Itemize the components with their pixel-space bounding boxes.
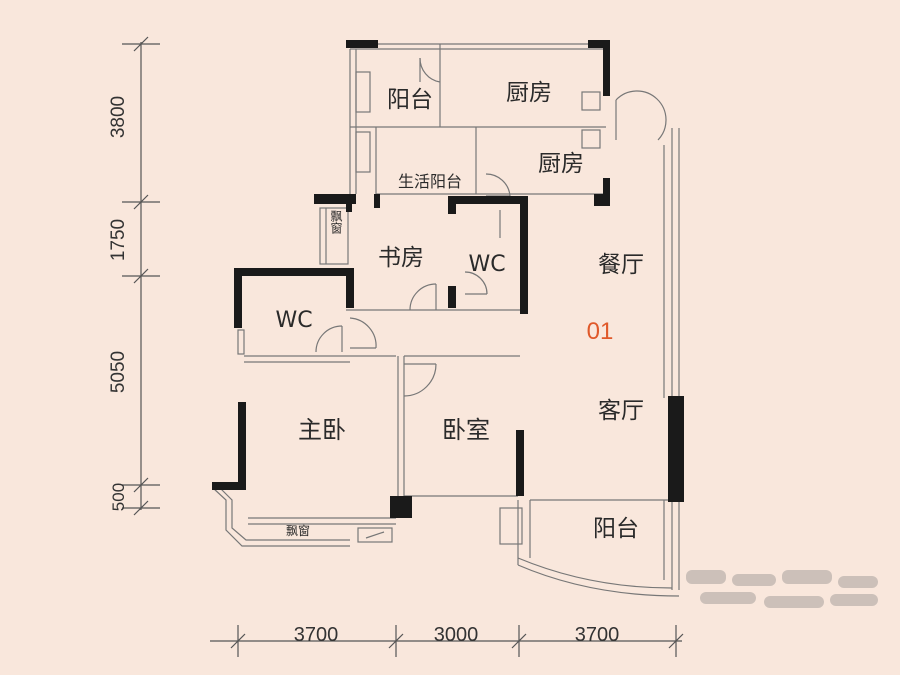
vertical-dimension-lines (122, 36, 160, 516)
room-label-bedroom: 卧室 (442, 416, 490, 444)
room-label-kitchen-top: 厨房 (506, 80, 552, 106)
blurred-watermark (686, 570, 878, 608)
unit-number-label: 01 (587, 318, 614, 345)
room-label-bay-window-left: 飘窗 (329, 210, 343, 235)
room-label-master-bedroom: 主卧 (298, 416, 346, 444)
room-label-balcony-bottom: 阳台 (593, 516, 639, 542)
room-label-study: 书房 (378, 245, 424, 271)
horizontal-dimension-lines (210, 625, 684, 657)
dim-vertical-500: 500 (109, 483, 128, 511)
dim-horizontal-3700-left: 3700 (294, 624, 339, 646)
dim-vertical-3800: 3800 (108, 96, 129, 138)
room-label-wc-upper: WC (468, 252, 505, 277)
room-label-balcony-top: 阳台 (387, 87, 433, 113)
room-label-wc-lower: WC (275, 308, 312, 333)
dim-horizontal-3000: 3000 (434, 624, 479, 646)
thin-lines (212, 43, 680, 597)
dim-horizontal-3700-right: 3700 (575, 624, 620, 646)
room-label-kitchen-second: 厨房 (538, 151, 584, 177)
room-label-living: 客厅 (598, 398, 644, 424)
room-label-dining: 餐厅 (598, 252, 644, 278)
room-label-bay-window-bottom: 飘窗 (286, 524, 310, 538)
walls (212, 40, 684, 518)
room-label-utility-balcony: 生活阳台 (398, 172, 462, 191)
dim-vertical-5050: 5050 (108, 351, 129, 393)
door-swings (315, 57, 667, 397)
dim-vertical-1750: 1750 (108, 219, 129, 261)
